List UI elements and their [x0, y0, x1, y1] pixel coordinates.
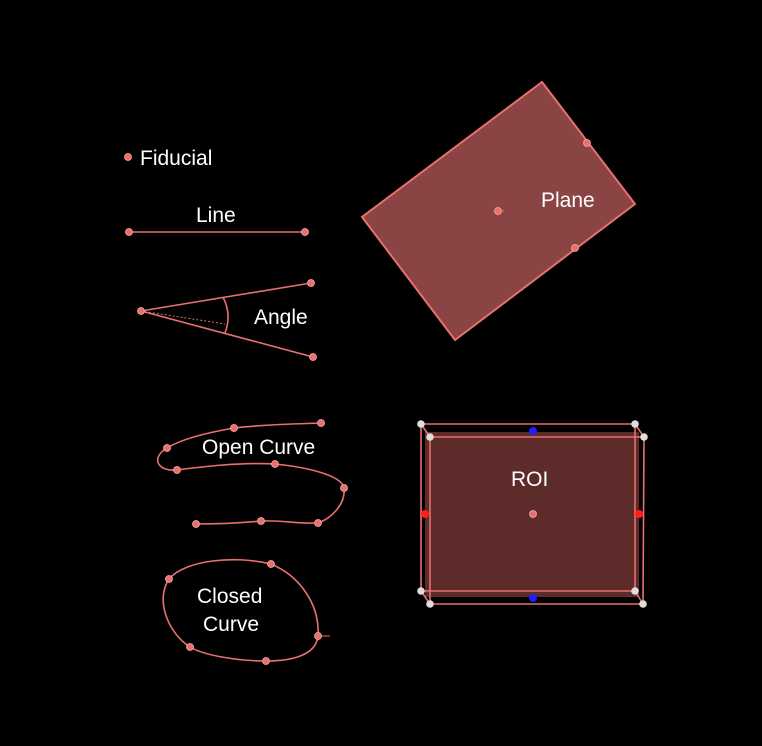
- roi-corner-handle[interactable]: [426, 600, 434, 608]
- open-curve-control-point[interactable]: [192, 520, 200, 528]
- roi-corner-handle[interactable]: [417, 587, 425, 595]
- fiducial-label: Fiducial: [140, 147, 212, 170]
- closed-curve-control-point[interactable]: [314, 632, 322, 640]
- angle-control-point[interactable]: [307, 279, 315, 287]
- angle-label: Angle: [254, 306, 308, 329]
- plane-label: Plane: [541, 189, 595, 212]
- line-label: Line: [196, 204, 236, 227]
- closed-curve-label-line-2: Curve: [203, 613, 259, 636]
- roi-label: ROI: [511, 468, 548, 491]
- angle-control-point[interactable]: [309, 353, 317, 361]
- open-curve-control-point[interactable]: [173, 466, 181, 474]
- closed-curve-control-point[interactable]: [262, 657, 270, 665]
- roi-markup[interactable]: ROI: [417, 420, 648, 608]
- open-curve-control-point[interactable]: [317, 419, 325, 427]
- open-curve-control-point[interactable]: [314, 519, 322, 527]
- roi-y-handle[interactable]: [529, 427, 537, 435]
- angle-arc: [222, 296, 229, 334]
- open-curve-markup[interactable]: Open Curve: [156, 419, 348, 528]
- roi-corner-handle[interactable]: [640, 433, 648, 441]
- open-curve-control-point[interactable]: [271, 460, 279, 468]
- roi-corner-handle[interactable]: [426, 433, 434, 441]
- closed-curve-markup[interactable]: Closed Curve: [162, 558, 330, 665]
- closed-curve-label-line-1: Closed: [197, 585, 262, 608]
- plane-markup[interactable]: Plane: [360, 80, 637, 342]
- closed-curve-control-point[interactable]: [267, 560, 275, 568]
- roi-corner-handle[interactable]: [631, 420, 639, 428]
- closed-curve-path[interactable]: [162, 558, 319, 662]
- roi-center-point[interactable]: [529, 510, 537, 518]
- roi-x-handle[interactable]: [421, 510, 429, 518]
- angle-arm[interactable]: [140, 282, 312, 312]
- line-markup[interactable]: Line: [125, 204, 309, 236]
- roi-corner-handle[interactable]: [417, 420, 425, 428]
- closed-curve-control-point[interactable]: [186, 643, 194, 651]
- line-control-point[interactable]: [125, 228, 133, 236]
- open-curve-control-point[interactable]: [257, 517, 265, 525]
- roi-y-handle[interactable]: [529, 594, 537, 602]
- fiducial-control-point[interactable]: [124, 153, 132, 161]
- closed-curve-control-point[interactable]: [165, 575, 173, 583]
- line-control-point[interactable]: [301, 228, 309, 236]
- plane-control-point[interactable]: [571, 244, 579, 252]
- open-curve-control-point[interactable]: [340, 484, 348, 492]
- roi-x-handle[interactable]: [635, 510, 643, 518]
- open-curve-label: Open Curve: [202, 436, 315, 459]
- angle-arm[interactable]: [140, 310, 314, 358]
- roi-corner-handle[interactable]: [631, 587, 639, 595]
- fiducial-markup[interactable]: Fiducial: [124, 147, 213, 170]
- angle-control-point[interactable]: [137, 307, 145, 315]
- open-curve-control-point[interactable]: [163, 444, 171, 452]
- plane-control-point[interactable]: [583, 139, 591, 147]
- open-curve-control-point[interactable]: [230, 424, 238, 432]
- roi-corner-handle[interactable]: [639, 600, 647, 608]
- angle-markup[interactable]: Angle: [137, 279, 317, 361]
